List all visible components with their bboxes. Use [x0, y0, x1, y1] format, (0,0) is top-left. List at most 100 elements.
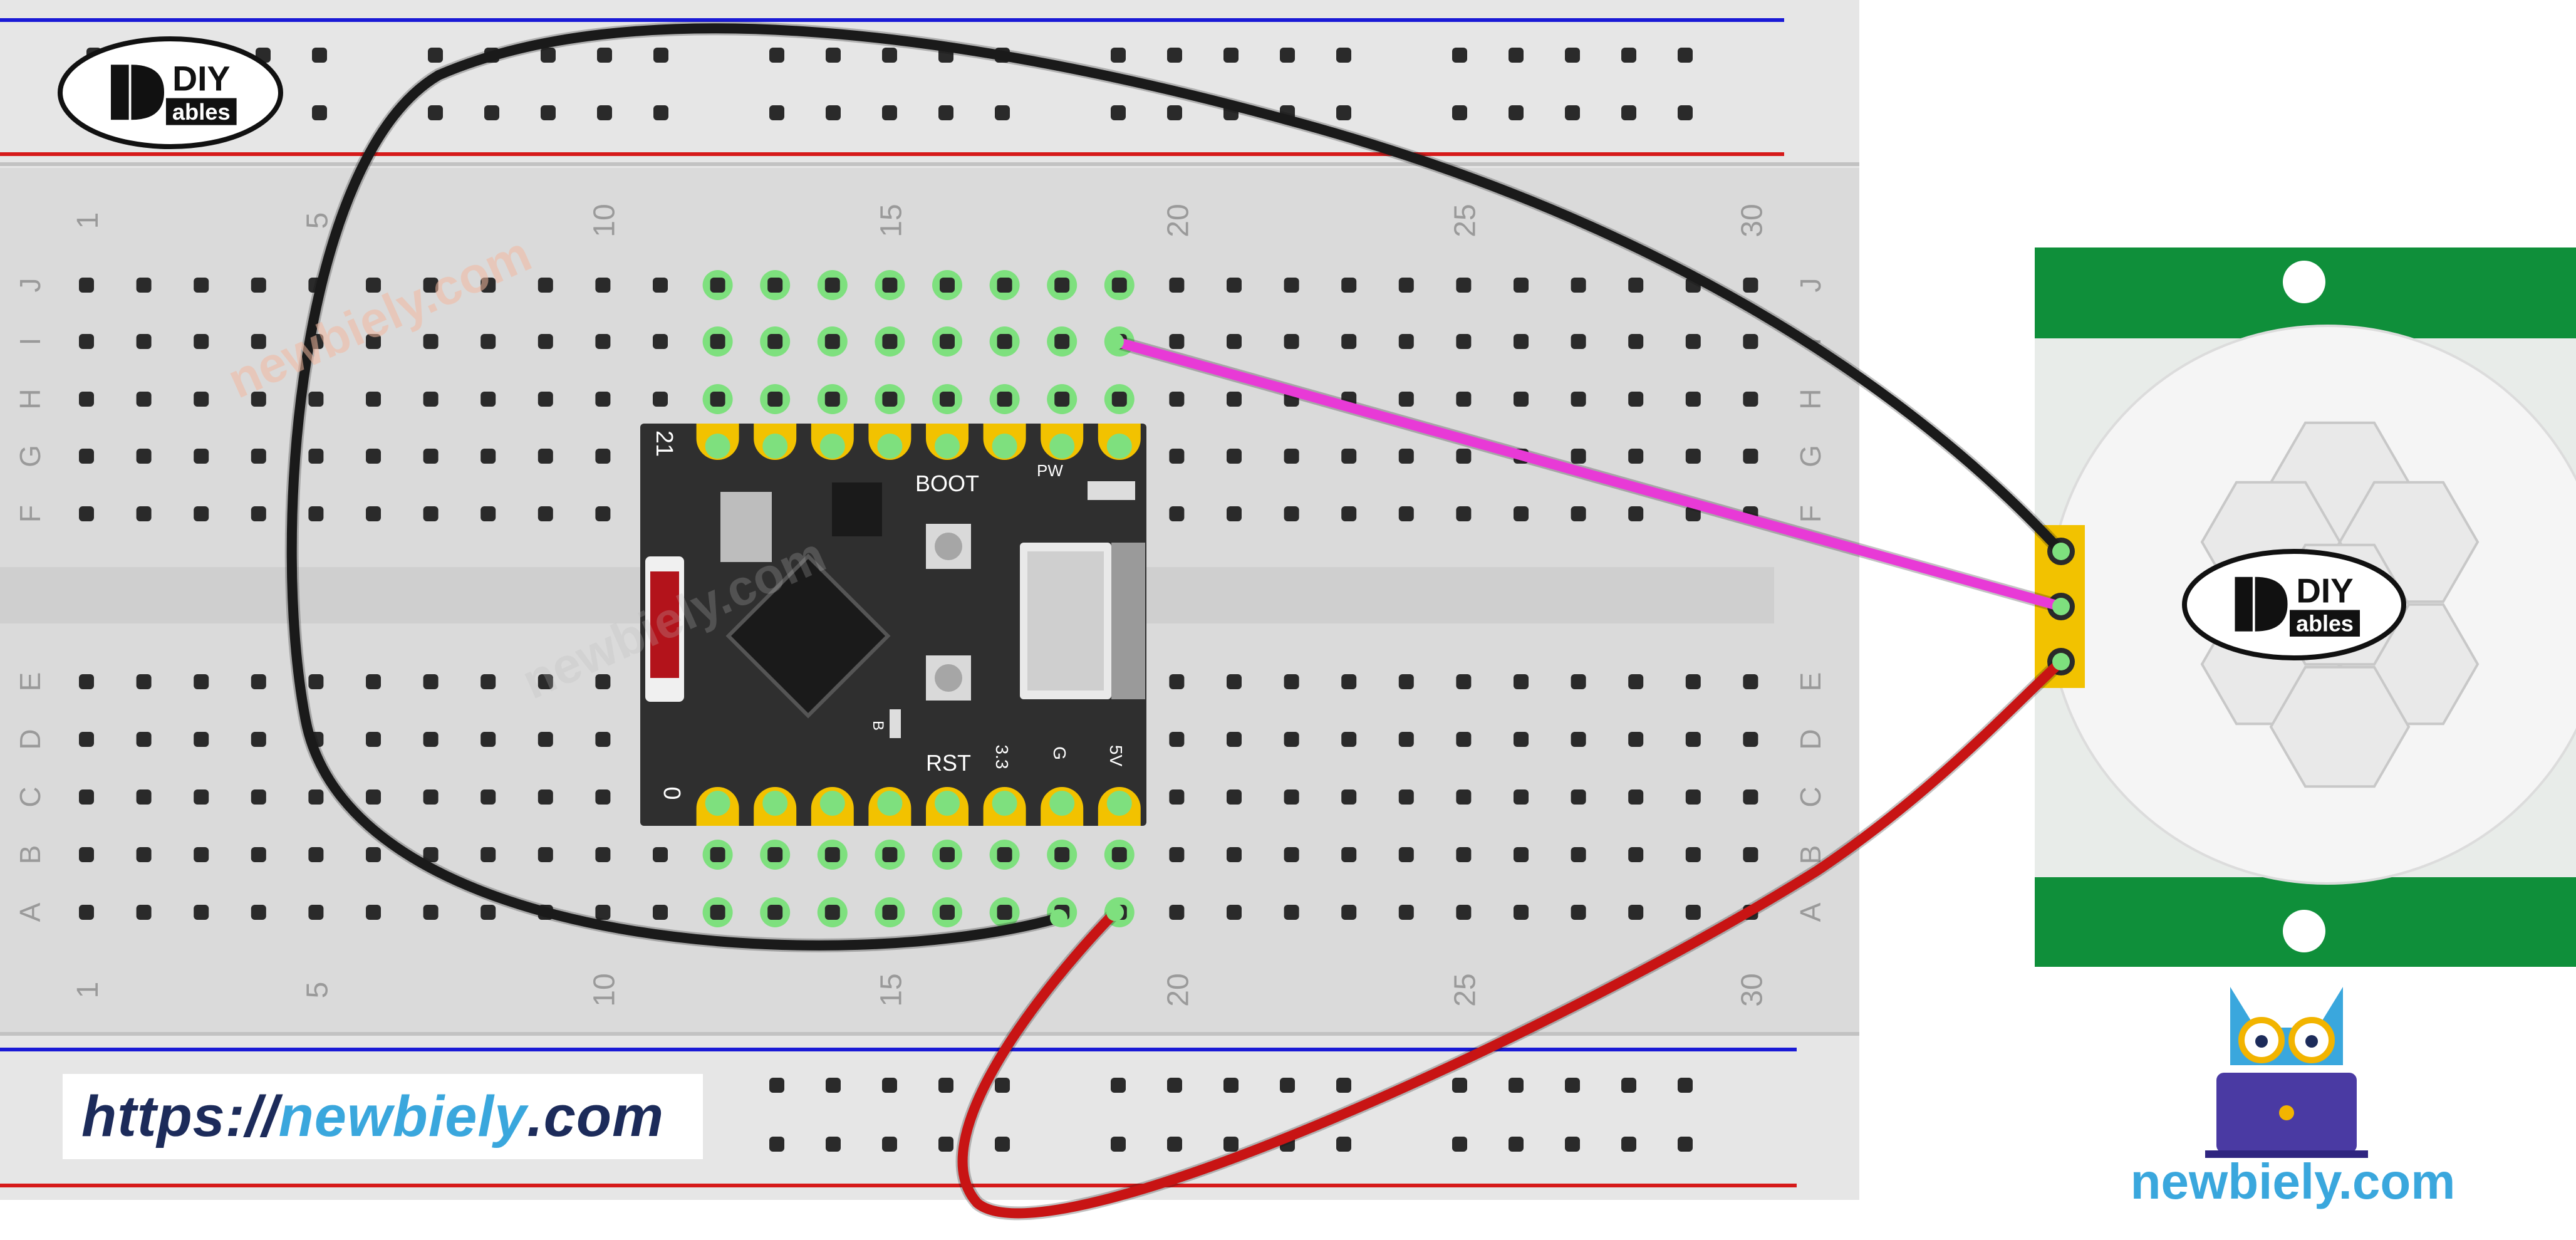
breadboard-hole: [136, 732, 152, 747]
breadboard-hole: [423, 449, 439, 464]
wire-end: [1106, 904, 1124, 921]
breadboard-hole: [710, 905, 725, 920]
breadboard-hole: [882, 48, 897, 63]
breadboard-hole: [1280, 1078, 1295, 1093]
usb-port-inner: [1027, 551, 1104, 690]
wire-end: [2052, 598, 2070, 615]
logo-mark: [2235, 576, 2253, 632]
pin-label-g: G: [1050, 746, 1069, 760]
website-url-box[interactable]: https://newbiely.com: [61, 1073, 704, 1160]
row-letter: C: [1794, 786, 1827, 807]
logo-mark: [110, 65, 129, 120]
column-number: 1: [71, 982, 105, 999]
breadboard-hole: [423, 392, 439, 407]
breadboard-hole: [251, 334, 266, 349]
logo-mark: [2255, 576, 2288, 632]
breadboard-hole: [1456, 732, 1472, 747]
breadboard-hole: [480, 392, 496, 407]
pin-hole: [992, 791, 1017, 816]
breadboard-hole: [1628, 392, 1644, 407]
row-letter: G: [14, 445, 46, 467]
breadboard-hole: [1571, 732, 1586, 747]
breadboard-hole: [423, 506, 439, 521]
breadboard-hole: [1571, 674, 1586, 689]
breadboard-hole: [79, 732, 94, 747]
breadboard-hole: [653, 48, 668, 63]
breadboard-hole: [480, 789, 496, 805]
breadboard-hole: [595, 506, 611, 521]
breadboard-hole: [1743, 847, 1758, 862]
breadboard-hole: [1227, 789, 1242, 805]
breadboard-hole: [136, 506, 152, 521]
breadboard-hole: [1678, 48, 1693, 63]
row-letter: E: [1794, 672, 1827, 692]
breadboard-hole: [824, 334, 840, 349]
breadboard-hole: [251, 449, 266, 464]
breadboard-hole: [1169, 334, 1185, 349]
breadboard-hole: [1398, 392, 1414, 407]
breadboard-hole: [653, 278, 668, 293]
pin-hole: [705, 791, 730, 816]
breadboard-hole: [1398, 334, 1414, 349]
row-letter: F: [1794, 505, 1827, 523]
breadboard-hole: [1743, 334, 1758, 349]
breadboard-hole: [1685, 732, 1701, 747]
mount-hole: [2283, 910, 2325, 952]
breadboard-hole: [653, 334, 668, 349]
breadboard-hole: [1169, 732, 1185, 747]
breadboard-hole: [1284, 789, 1299, 805]
url-brand: newbiely: [278, 1084, 527, 1149]
breadboard-hole: [1509, 1137, 1524, 1152]
breadboard-hole: [1628, 789, 1644, 805]
breadboard-hole: [997, 334, 1012, 349]
breadboard-hole: [1398, 506, 1414, 521]
breadboard-hole: [136, 392, 152, 407]
breadboard-hole: [79, 674, 94, 689]
breadboard-hole: [1341, 789, 1357, 805]
breadboard-hole: [882, 905, 898, 920]
breadboard-hole: [1398, 732, 1414, 747]
breadboard-hole: [1341, 334, 1357, 349]
breadboard-hole: [595, 847, 611, 862]
breadboard-hole: [997, 847, 1012, 862]
breadboard-hole: [882, 392, 898, 407]
breadboard-hole: [1284, 278, 1299, 293]
row-letter: D: [14, 729, 46, 749]
breadboard-hole: [940, 905, 955, 920]
breadboard-hole: [1565, 105, 1580, 120]
breadboard-hole: [1628, 334, 1644, 349]
breadboard-hole: [251, 506, 266, 521]
breadboard-hole: [1509, 105, 1524, 120]
breadboard-hole: [1743, 278, 1758, 293]
mount-hole: [2283, 261, 2325, 303]
brand-text[interactable]: newbiely.com: [2130, 1154, 2456, 1209]
breadboard-hole: [1167, 1137, 1182, 1152]
breadboard-hole: [710, 392, 725, 407]
breadboard-hole: [366, 674, 381, 689]
pin-label-5v: 5V: [1106, 745, 1126, 767]
breadboard-hole: [997, 278, 1012, 293]
wire-end: [1050, 909, 1067, 927]
breadboard-hole: [423, 847, 439, 862]
breadboard-hole: [1621, 1078, 1636, 1093]
breadboard-hole: [1685, 847, 1701, 862]
breadboard-hole: [308, 905, 324, 920]
breadboard-hole: [423, 905, 439, 920]
breadboard-hole: [1341, 732, 1357, 747]
breadboard-hole: [194, 732, 209, 747]
breadboard-hole: [1341, 278, 1357, 293]
breadboard-hole: [1678, 1078, 1693, 1093]
breadboard-hole: [1514, 847, 1529, 862]
breadboard-hole: [79, 789, 94, 805]
breadboard-hole: [1685, 789, 1701, 805]
breadboard-hole: [1398, 278, 1414, 293]
breadboard-hole: [1571, 789, 1586, 805]
breadboard-hole: [428, 48, 443, 63]
breadboard-hole: [595, 392, 611, 407]
column-number: 25: [1448, 973, 1482, 1006]
pin-label-33: 3.3: [992, 745, 1012, 769]
breadboard-hole: [1167, 48, 1182, 63]
breadboard-hole: [1743, 789, 1758, 805]
